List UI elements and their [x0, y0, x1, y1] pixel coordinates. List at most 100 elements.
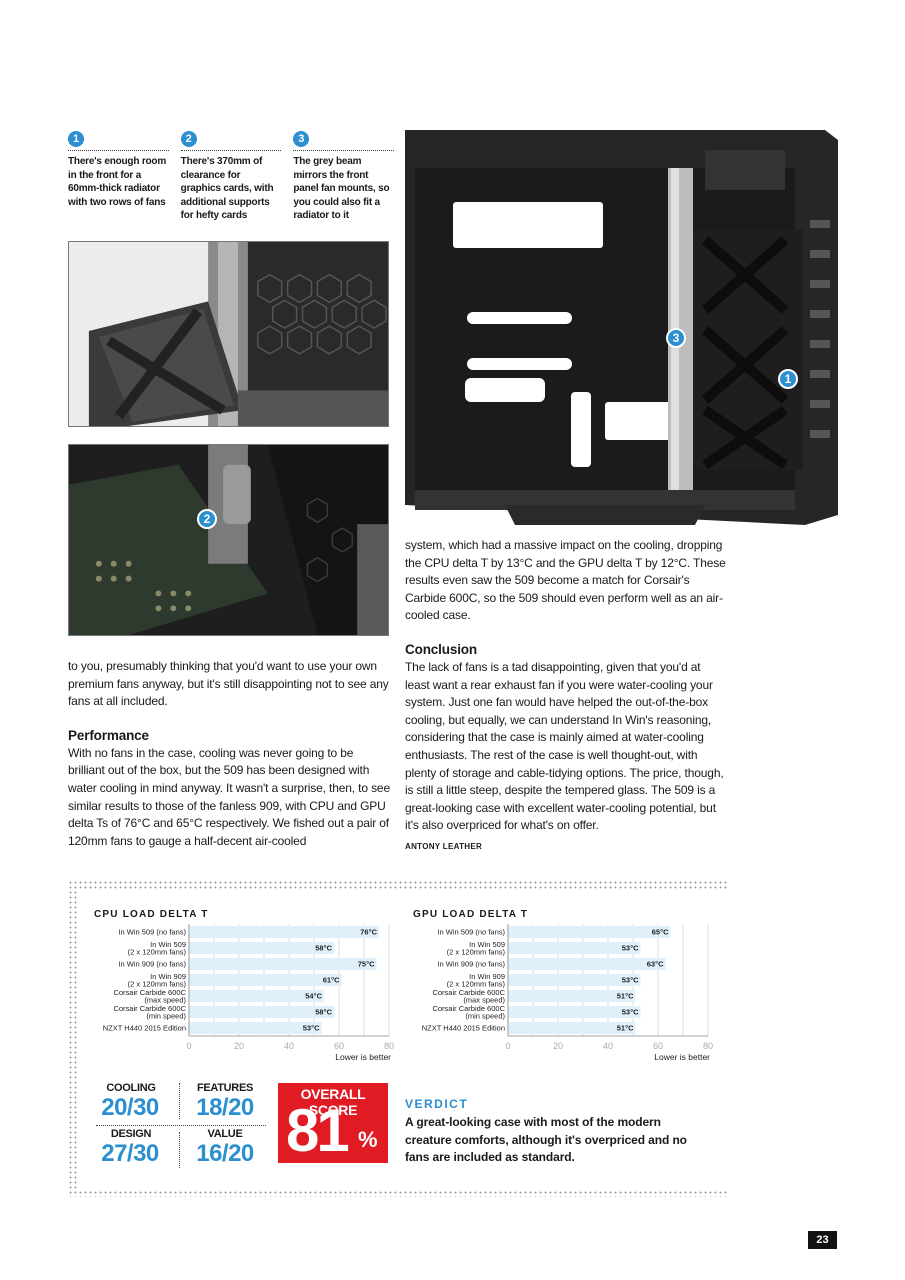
category-label: In Win 509 (no fans)	[437, 928, 505, 937]
score-label-value: VALUE	[207, 1128, 243, 1140]
score-label-cooling: COOLING	[106, 1082, 156, 1094]
bar	[508, 926, 671, 938]
category-label-line: In Win 909	[469, 972, 505, 981]
score-divider	[179, 1083, 180, 1119]
category-label: In Win 509 (no fans)	[118, 928, 186, 937]
x-tick-label: 60	[653, 1041, 663, 1051]
x-tick-label: 20	[234, 1041, 244, 1051]
bar	[189, 1006, 334, 1018]
value-label: 63°C	[647, 960, 664, 969]
gpu-chart-svg: In Win 509 (no fans)65°CIn Win 509(2 x 1…	[422, 924, 713, 1062]
section-heading-conclusion: Conclusion	[405, 641, 477, 657]
category-label-line: Corsair Carbide 600C	[113, 1004, 186, 1013]
gpu-delta-chart: GPU LOAD DELTA T In Win 509 (no fans)65°…	[387, 909, 717, 1069]
category-label-line: (2 x 120mm fans)	[447, 948, 506, 957]
callout-text: There's enough room in the front for a 6…	[68, 156, 167, 208]
verdict-title: VERDICT	[405, 1097, 469, 1111]
x-tick-label: 80	[703, 1041, 713, 1051]
value-label: 58°C	[315, 944, 332, 953]
category-label: NZXT H440 2015 Edition	[422, 1024, 505, 1033]
x-tick-label: 0	[186, 1041, 191, 1051]
callout-divider	[68, 150, 169, 151]
value-label: 53°C	[622, 944, 639, 953]
category-label: Corsair Carbide 600C(max speed)	[432, 988, 505, 1005]
case-illustration	[405, 130, 838, 525]
callout-badge-3: 3	[666, 328, 686, 348]
graphics-card-mount-photo: 2	[68, 444, 389, 636]
callout-number: 1	[68, 131, 84, 147]
x-tick-label: 40	[284, 1041, 294, 1051]
score-box-panel	[78, 890, 728, 1190]
overall-score-label: OVERALL SCORE	[300, 1086, 366, 1118]
value-label: 65°C	[652, 928, 669, 937]
category-label: In Win 909(2 x 120mm fans)	[128, 972, 187, 989]
left-column-text: to you, presumably thinking that you'd w…	[68, 658, 390, 850]
category-label-line: (min speed)	[146, 1012, 186, 1021]
category-label: Corsair Carbide 600C(max speed)	[113, 988, 186, 1005]
bar	[189, 942, 334, 954]
category-label: Corsair Carbide 600C(min speed)	[113, 1004, 186, 1021]
category-label: In Win 509(2 x 120mm fans)	[128, 940, 187, 957]
overall-score-panel: OVERALL SCORE 81 %	[278, 1083, 388, 1163]
bar	[508, 942, 641, 954]
bar	[508, 1022, 636, 1034]
category-label: In Win 909 (no fans)	[118, 960, 186, 969]
bar	[508, 990, 636, 1002]
category-label: In Win 509(2 x 120mm fans)	[447, 940, 506, 957]
dust-filter-photo	[68, 241, 389, 427]
score-label-design: DESIGN	[110, 1128, 152, 1140]
x-tick-label: 20	[553, 1041, 563, 1051]
category-label-line: Corsair Carbide 600C	[432, 1004, 505, 1013]
section-heading-performance: Performance	[68, 727, 149, 743]
value-label: 75°C	[358, 960, 375, 969]
callout-text: There's 370mm of clearance for graphics …	[180, 156, 274, 221]
score-value-design: 27/30	[101, 1140, 159, 1167]
callout-2: 2 There's 370mm of clearance for graphic…	[180, 129, 282, 223]
bar	[189, 926, 379, 938]
callout-text: The grey beam mirrors the front panel fa…	[293, 156, 390, 221]
bar	[508, 974, 641, 986]
value-label: 51°C	[617, 992, 634, 1001]
callout-number: 3	[293, 131, 310, 147]
bar	[189, 990, 324, 1002]
value-label: 51°C	[617, 1024, 634, 1033]
score-divider	[179, 1132, 180, 1168]
value-label: 76°C	[360, 928, 377, 937]
bar	[508, 1006, 641, 1018]
callout-divider	[180, 150, 282, 151]
overall-score-unit: %	[358, 1127, 378, 1152]
bar	[189, 974, 342, 986]
category-label-line: In Win 909	[150, 972, 186, 981]
category-label: NZXT H440 2015 Edition	[103, 1024, 186, 1033]
value-label: 53°C	[622, 976, 639, 985]
bar	[189, 1022, 322, 1034]
callout-row: 1 There's enough room in the front for a…	[68, 129, 395, 223]
chart-title: CPU LOAD DELTA T	[94, 909, 209, 920]
category-label-line: Corsair Carbide 600C	[432, 988, 505, 997]
body-paragraph: The lack of fans is a tad disappointing,…	[405, 659, 724, 833]
body-paragraph: system, which had a massive impact on th…	[405, 538, 726, 623]
category-label-line: (2 x 120mm fans)	[128, 948, 187, 957]
category-label-line: (2 x 120mm fans)	[128, 980, 187, 989]
cpu-delta-chart: CPU LOAD DELTA T In Win 509 (no fans) 76°…	[68, 909, 398, 1069]
value-label: 58°C	[315, 1008, 332, 1017]
body-paragraph: With no fans in the case, cooling was ne…	[68, 745, 390, 848]
category-label-line: (max speed)	[463, 996, 505, 1005]
category-label-line: In Win 509	[469, 940, 505, 949]
value-label: 53°C	[622, 1008, 639, 1017]
right-column-text: system, which had a massive impact on th…	[405, 537, 727, 856]
x-tick-label: 80	[384, 1041, 394, 1051]
page-number: 23	[808, 1231, 837, 1249]
category-label-line: Corsair Carbide 600C	[113, 988, 186, 997]
value-label: 61°C	[323, 976, 340, 985]
chart-note: Lower is better	[654, 1052, 710, 1062]
x-tick-label: 40	[603, 1041, 613, 1051]
score-value-features: 18/20	[196, 1094, 254, 1121]
callout-3: 3 The grey beam mirrors the front panel …	[293, 129, 395, 223]
overall-score-value: 81	[286, 1097, 350, 1164]
callout-badge-2: 2	[197, 509, 217, 529]
x-tick-label: 60	[334, 1041, 344, 1051]
category-label-line: (2 x 120mm fans)	[447, 980, 506, 989]
score-value-value: 16/20	[196, 1140, 254, 1167]
author-byline: ANTONY LEATHER	[405, 841, 483, 851]
